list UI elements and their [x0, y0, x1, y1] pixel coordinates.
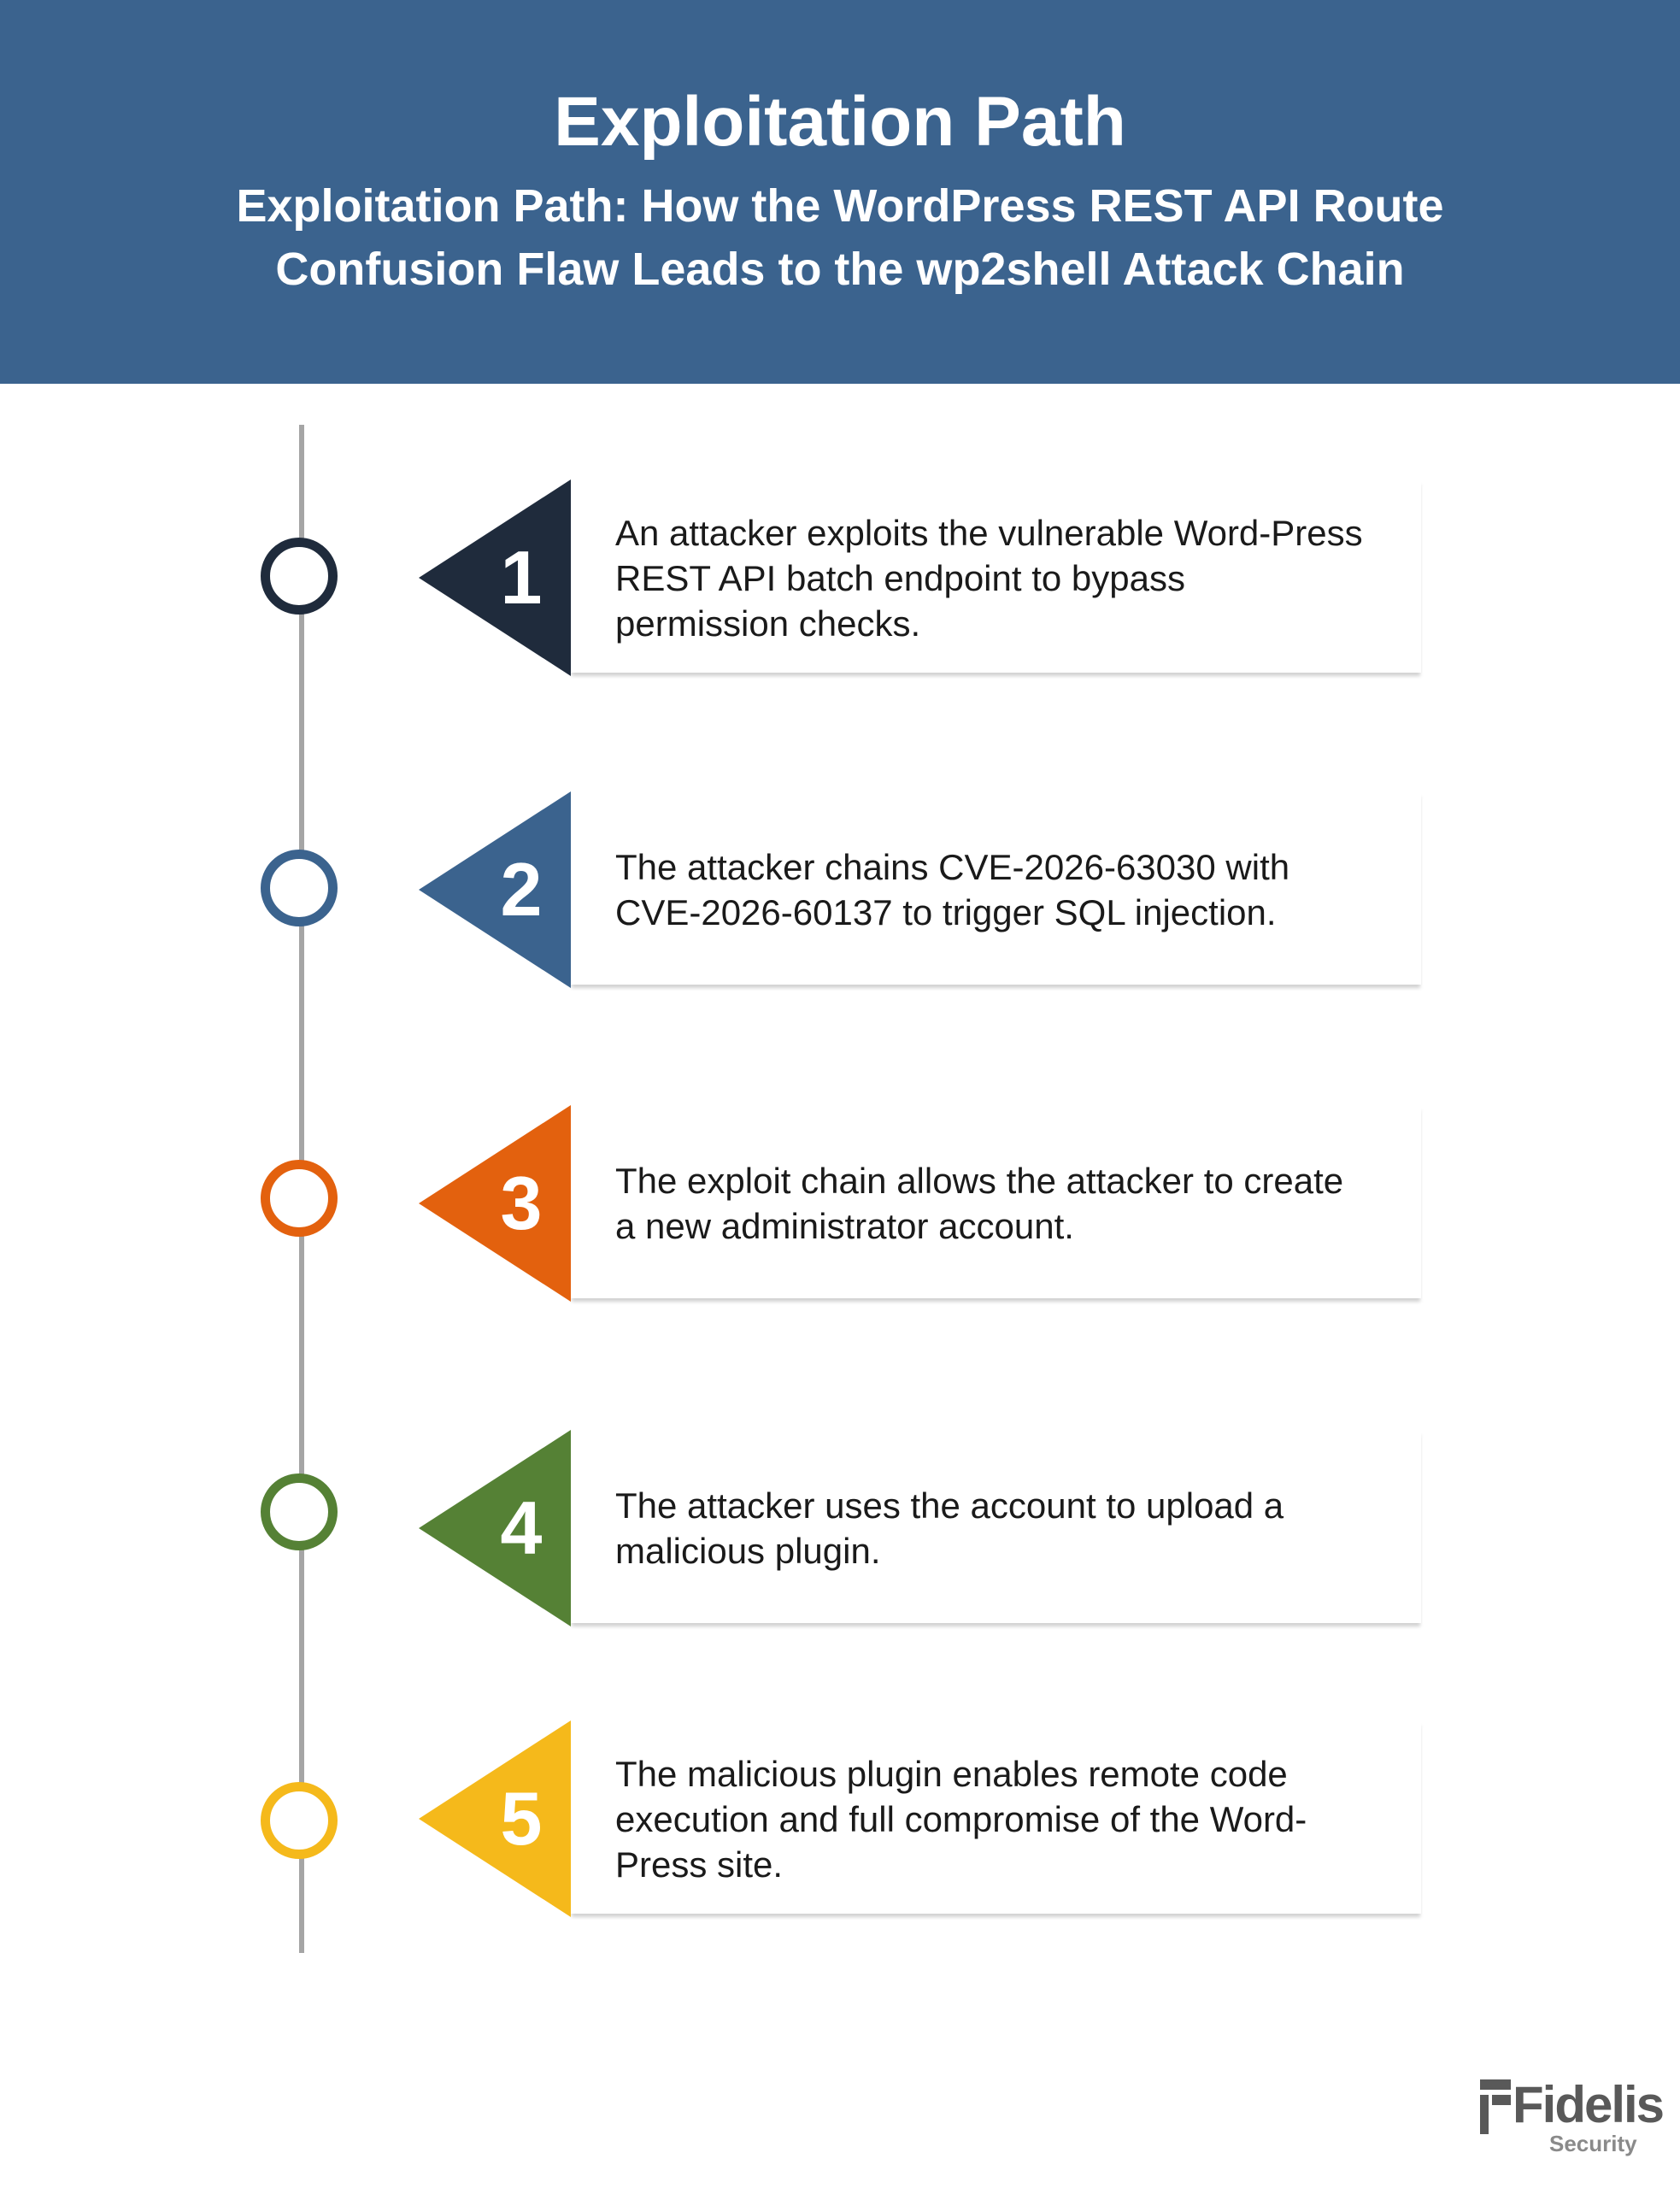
- step-number-4: 4: [500, 1485, 543, 1570]
- timeline-node-1: [261, 538, 338, 615]
- step-2: 2 The attacker chains CVE-2026-63030 wit…: [0, 791, 1680, 997]
- logo-wordmark: Fidelis: [1513, 2076, 1665, 2133]
- step-number-3: 3: [500, 1161, 543, 1245]
- step-card-1: [571, 479, 1421, 673]
- step-arrow-1: [419, 479, 571, 676]
- step-1: 1 An attacker exploits the vulnerable Wo…: [0, 479, 1680, 685]
- step-5: 5 The malicious plugin enables remote co…: [0, 1720, 1680, 1926]
- step-4: 4 The attacker uses the account to uploa…: [0, 1430, 1680, 1635]
- step-card-5: [571, 1720, 1421, 1914]
- step-text-4: The attacker uses the account to upload …: [615, 1485, 1284, 1571]
- step-text-2: The attacker chains CVE-2026-63030 with …: [615, 847, 1290, 932]
- page-subtitle: Exploitation Path: How the WordPress RES…: [236, 180, 1444, 295]
- step-number-5: 5: [500, 1776, 543, 1861]
- step-3: 3 The exploit chain allows the attacker …: [0, 1105, 1680, 1310]
- step-number-1: 1: [500, 535, 543, 620]
- page-title: Exploitation Path: [554, 83, 1126, 161]
- timeline-node-3: [261, 1160, 338, 1237]
- step-card-3: [571, 1105, 1421, 1298]
- step-arrow-5: [419, 1720, 571, 1917]
- step-text-3: The exploit chain allows the attacker to…: [615, 1161, 1344, 1246]
- logo-tagline: Security: [1549, 2131, 1637, 2156]
- fidelis-logo: Fidelis Security: [1477, 2073, 1665, 2158]
- step-arrow-3: [419, 1105, 571, 1302]
- timeline-node-2: [261, 850, 338, 926]
- header-banner: Exploitation Path Exploitation Path: How…: [0, 0, 1680, 384]
- step-text-1: An attacker exploits the vulnerable Word…: [615, 512, 1363, 644]
- timeline-node-4: [261, 1473, 338, 1550]
- timeline-node-5: [261, 1782, 338, 1859]
- step-text-5: The malicious plugin enables remote code…: [615, 1753, 1307, 1885]
- step-number-2: 2: [500, 847, 543, 932]
- step-arrow-4: [419, 1430, 571, 1626]
- fidelis-logo-icon: [1480, 2079, 1511, 2134]
- step-card-2: [571, 791, 1421, 985]
- step-arrow-2: [419, 791, 571, 988]
- step-card-4: [571, 1430, 1421, 1623]
